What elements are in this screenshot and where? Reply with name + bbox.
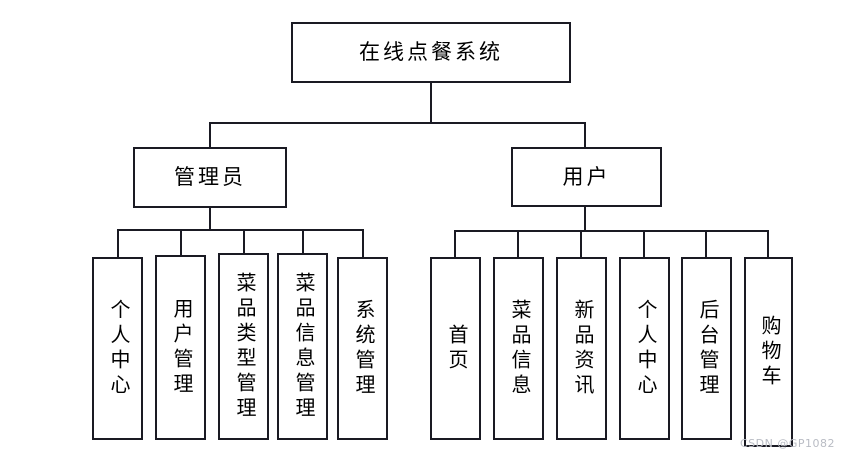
watermark: CSDN @GP1082 [740,437,836,450]
node-leaf-label: 用户管理 [170,297,192,398]
node-leaf-label: 菜品类型管理 [233,271,255,422]
connector-user-stem [584,207,586,231]
node-leaf-label: 购物车 [758,314,780,390]
node-leaf-shopping-cart: 购物车 [744,257,793,447]
connector-drop-admin [209,122,211,148]
node-leaf-personal-center-user: 个人中心 [619,257,670,440]
node-branch-admin-label: 管理员 [174,165,246,190]
connector-admin-bus [117,229,363,231]
connector-user-child-drop [580,230,582,257]
connector-drop-user [584,122,586,148]
node-leaf-label: 新品资讯 [571,298,593,399]
node-leaf-dish-type-management: 菜品类型管理 [218,253,269,440]
connector-user-child-drop [454,230,456,257]
node-branch-user: 用户 [511,147,662,207]
connector-admin-child-drop [302,229,304,253]
node-leaf-label: 首页 [445,323,467,374]
node-leaf-label: 菜品信息 [508,298,530,399]
node-leaf-new-product-news: 新品资讯 [556,257,607,440]
connector-level2-bus [209,122,586,124]
node-leaf-dish-info: 菜品信息 [493,257,544,440]
node-leaf-label: 菜品信息管理 [292,271,314,422]
connector-admin-child-drop [117,229,119,257]
node-branch-user-label: 用户 [562,164,611,189]
node-leaf-label: 个人中心 [634,298,656,399]
node-leaf-backend-management: 后台管理 [681,257,732,440]
connector-root-stem [430,83,432,123]
connector-user-child-drop [517,230,519,257]
connector-user-child-drop [643,230,645,257]
connector-admin-child-drop [180,229,182,255]
connector-user-bus [454,230,768,232]
node-leaf-user-management: 用户管理 [155,255,206,440]
node-leaf-home: 首页 [430,257,481,440]
node-root-label: 在线点餐系统 [359,40,503,65]
node-leaf-system-management: 系统管理 [337,257,388,440]
node-branch-admin: 管理员 [133,147,287,208]
node-leaf-personal-center: 个人中心 [92,257,143,440]
connector-user-child-drop [705,230,707,257]
node-leaf-label: 后台管理 [696,298,718,399]
connector-admin-stem [209,208,211,230]
node-leaf-label: 系统管理 [352,298,374,399]
node-leaf-label: 个人中心 [107,298,129,399]
connector-admin-child-drop [243,229,245,253]
connector-user-child-drop [767,230,769,257]
node-leaf-dish-info-management: 菜品信息管理 [277,253,328,440]
node-root: 在线点餐系统 [291,22,571,83]
connector-admin-child-drop [362,229,364,257]
